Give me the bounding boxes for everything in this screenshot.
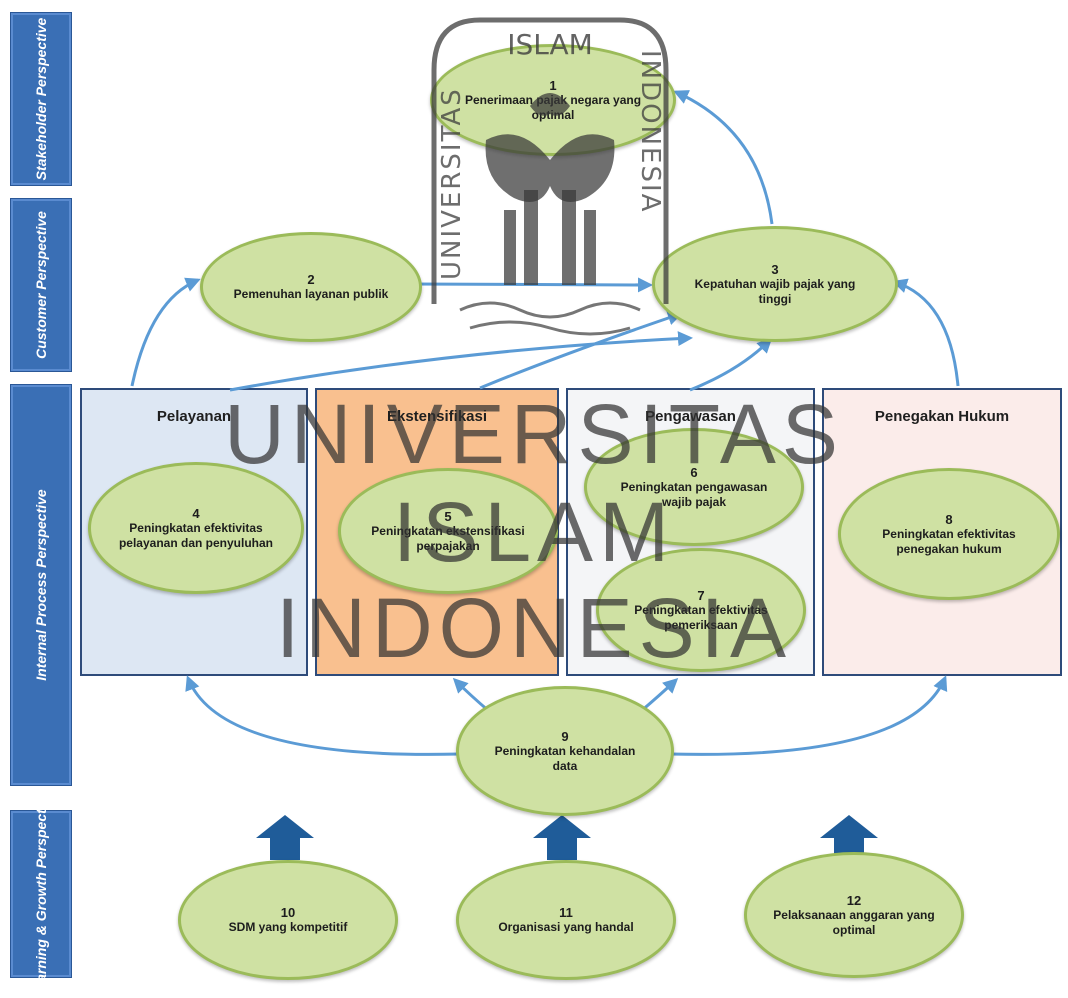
arrow-pengawasan-to-3: [689, 337, 773, 392]
arrow-pelayanan-to-3: [229, 331, 693, 392]
objective-6-label: Peningkatan pengawasan wajib pajak: [620, 479, 768, 509]
objective-11: 11 Organisasi yang handal: [456, 860, 676, 980]
objective-8-number: 8: [945, 511, 953, 527]
block-arrow-10: [256, 815, 314, 860]
objective-9-label: Peningkatan kehandalan data: [494, 743, 636, 773]
arrow-ekstensifikasi-to-3: [479, 310, 683, 390]
objective-4-label: Peningkatan efektivitas pelayanan dan pe…: [118, 520, 273, 550]
box-pelayanan-title: Pelayanan: [156, 408, 232, 425]
objective-4: 4 Peningkatan efektivitas pelayanan dan …: [88, 462, 304, 594]
objective-10: 10 SDM yang kompetitif: [178, 860, 398, 980]
objective-11-number: 11: [559, 905, 573, 920]
objective-5-number: 5: [444, 508, 452, 524]
objective-5-label: Peningkatan ekstensifikasi perpajakan: [371, 523, 525, 553]
block-arrow-11: [533, 815, 591, 860]
objective-3-number: 3: [771, 261, 779, 277]
objective-4-number: 4: [192, 505, 200, 521]
arrow-pelayanan-to-2: [130, 277, 201, 387]
block-arrow-12: [820, 815, 878, 860]
objective-5: 5 Peningkatan ekstensifikasi perpajakan: [338, 468, 558, 594]
objective-7-number: 7: [697, 587, 705, 603]
objective-1-number: 1: [549, 77, 557, 93]
box-pengawasan-title: Pengawasan: [645, 408, 736, 425]
objective-2: 2 Pemenuhan layanan publik: [200, 232, 422, 342]
objective-8-label: Peningkatan efektivitas penegakan hukum: [882, 526, 1016, 556]
arrow-penegakan-to-3: [892, 278, 960, 387]
objective-8: 8 Peningkatan efektivitas penegakan huku…: [838, 468, 1060, 600]
box-penegakan-hukum-title: Penegakan Hukum: [874, 408, 1010, 425]
objective-12-label: Pelaksanaan anggaran yang optimal: [773, 907, 935, 937]
perspective-learning: Learning & Growth Perspective: [10, 790, 72, 998]
objective-1-label: Penerimaan pajak negara yang optimal: [464, 92, 642, 122]
objective-7: 7 Peningkatan efektivitas pemeriksaan: [596, 548, 806, 672]
objective-12-number: 12: [846, 892, 862, 908]
objective-10-number: 10: [280, 905, 296, 920]
perspective-stakeholder: Stakeholder Perspective: [10, 12, 72, 186]
objective-7-label: Peningkatan efektivitas pemeriksaan: [634, 602, 768, 632]
objective-9: 9 Peningkatan kehandalan data: [456, 686, 674, 816]
perspective-customer: Customer Perspective: [10, 198, 72, 372]
objective-6: 6 Peningkatan pengawasan wajib pajak: [584, 428, 804, 546]
objective-3-label: Kepatuhan wajib pajak yang tinggi: [694, 276, 856, 306]
arrow-9-to-pelayanan: [185, 675, 461, 756]
objective-6-number: 6: [690, 464, 698, 480]
objective-1: 1 Penerimaan pajak negara yang optimal: [430, 44, 676, 156]
objective-2-label: Pemenuhan layanan publik: [233, 287, 389, 301]
arrow-2-to-3: [409, 277, 653, 293]
objective-11-label: Organisasi yang handal: [498, 920, 634, 934]
box-ekstensifikasi-title: Ekstensifikasi: [386, 408, 488, 425]
arrow-9-to-penegakan: [669, 675, 948, 756]
block-arrows: [256, 815, 878, 860]
perspective-internal: Internal Process Perspective: [10, 384, 72, 786]
objective-2-number: 2: [307, 272, 315, 287]
objective-3: 3 Kepatuhan wajib pajak yang tinggi: [652, 226, 898, 342]
objective-9-number: 9: [561, 728, 569, 744]
arrow-3-to-1: [673, 90, 774, 225]
objective-12: 12 Pelaksanaan anggaran yang optimal: [744, 852, 964, 978]
objective-10-label: SDM yang kompetitif: [228, 920, 348, 934]
